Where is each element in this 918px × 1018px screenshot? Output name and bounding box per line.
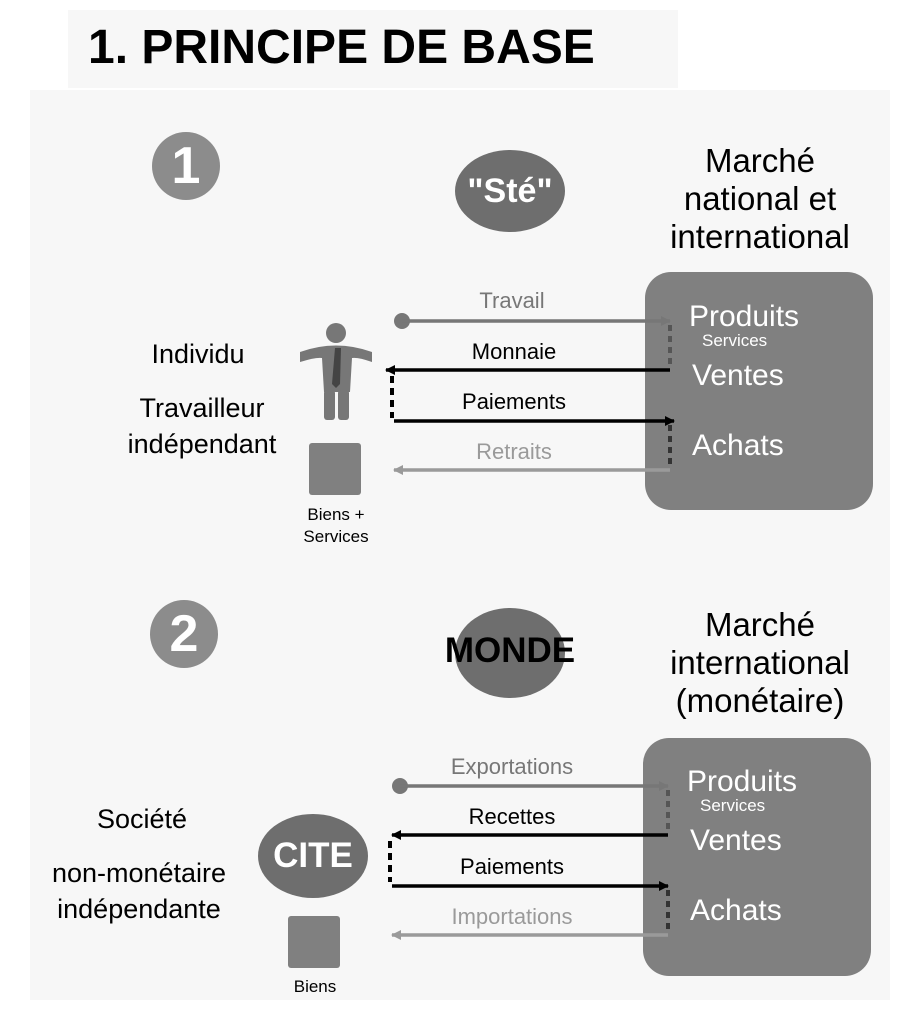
box1-services-label: Services: [702, 331, 768, 350]
box1-produits-label: Produits: [689, 300, 800, 333]
company-ellipse: "Sté": [455, 150, 565, 232]
goods-label-2: Biens: [293, 977, 337, 996]
actor-type-1-line2: indépendant: [127, 429, 277, 459]
actor-type-1: Travailleur indépendant: [112, 390, 292, 462]
arrow-travail: [394, 313, 671, 329]
actor-type-1-line1: Travailleur: [139, 393, 265, 423]
goods-square-2: [288, 916, 340, 968]
box1-ventes-label: Ventes: [692, 359, 784, 392]
box2-produits-label: Produits: [687, 765, 798, 798]
actor-label-individu: Individu: [151, 339, 245, 369]
arrow-label-exportations: Exportations: [450, 754, 574, 779]
section-1-number: 1: [152, 132, 220, 200]
title-panel: [68, 10, 678, 88]
goods-label-1: Biens + Services: [286, 504, 386, 548]
arrow-label-paiements-1: Paiements: [462, 389, 566, 414]
arrow-label-travail: Travail: [479, 288, 545, 313]
arrow-label-monnaie: Monnaie: [471, 339, 557, 364]
arrow-label-importations: Importations: [451, 904, 573, 929]
goods-label-1-line1: Biens +: [307, 505, 365, 524]
actor-type-2-line2: indépendante: [57, 894, 221, 924]
actor-type-2-line1: non-monétaire: [51, 858, 227, 888]
market-box-2: [643, 738, 871, 976]
arrow-label-retraits: Retraits: [476, 439, 552, 464]
market-title-1-line1: Marché: [704, 142, 816, 179]
goods-label-1-line2: Services: [303, 527, 369, 546]
market-title-1-line3: international: [670, 218, 850, 255]
goods-square-1: [309, 443, 361, 495]
market-title-2-line2: international: [670, 644, 850, 681]
arrow-exportations: [392, 778, 669, 794]
page-title: 1. PRINCIPE DE BASE: [88, 21, 595, 74]
arrow-label-paiements-2: Paiements: [460, 854, 564, 879]
box2-services-label: Services: [700, 796, 766, 815]
actor-type-2: non-monétaire indépendante: [34, 855, 244, 927]
box2-ventes-label: Ventes: [690, 824, 782, 857]
world-ellipse: [455, 608, 565, 698]
box2-achats-label: Achats: [690, 894, 782, 927]
market-box-1: [645, 272, 873, 510]
person-icon: [300, 323, 372, 420]
cite-ellipse: CITE: [258, 814, 368, 898]
market-title-2-line3: (monétaire): [675, 682, 845, 719]
box1-achats-label: Achats: [692, 429, 784, 462]
arrow-label-recettes: Recettes: [468, 804, 556, 829]
section-2-number: 2: [150, 600, 218, 668]
market-title-1-line2: national et: [683, 180, 837, 217]
market-title-2: Marché international (monétaire): [640, 606, 880, 720]
world-label: MONDE: [444, 631, 576, 670]
market-title-1: Marché national et international: [640, 142, 880, 256]
market-title-2-line1: Marché: [704, 606, 816, 643]
actor-label-societe: Société: [96, 804, 188, 834]
